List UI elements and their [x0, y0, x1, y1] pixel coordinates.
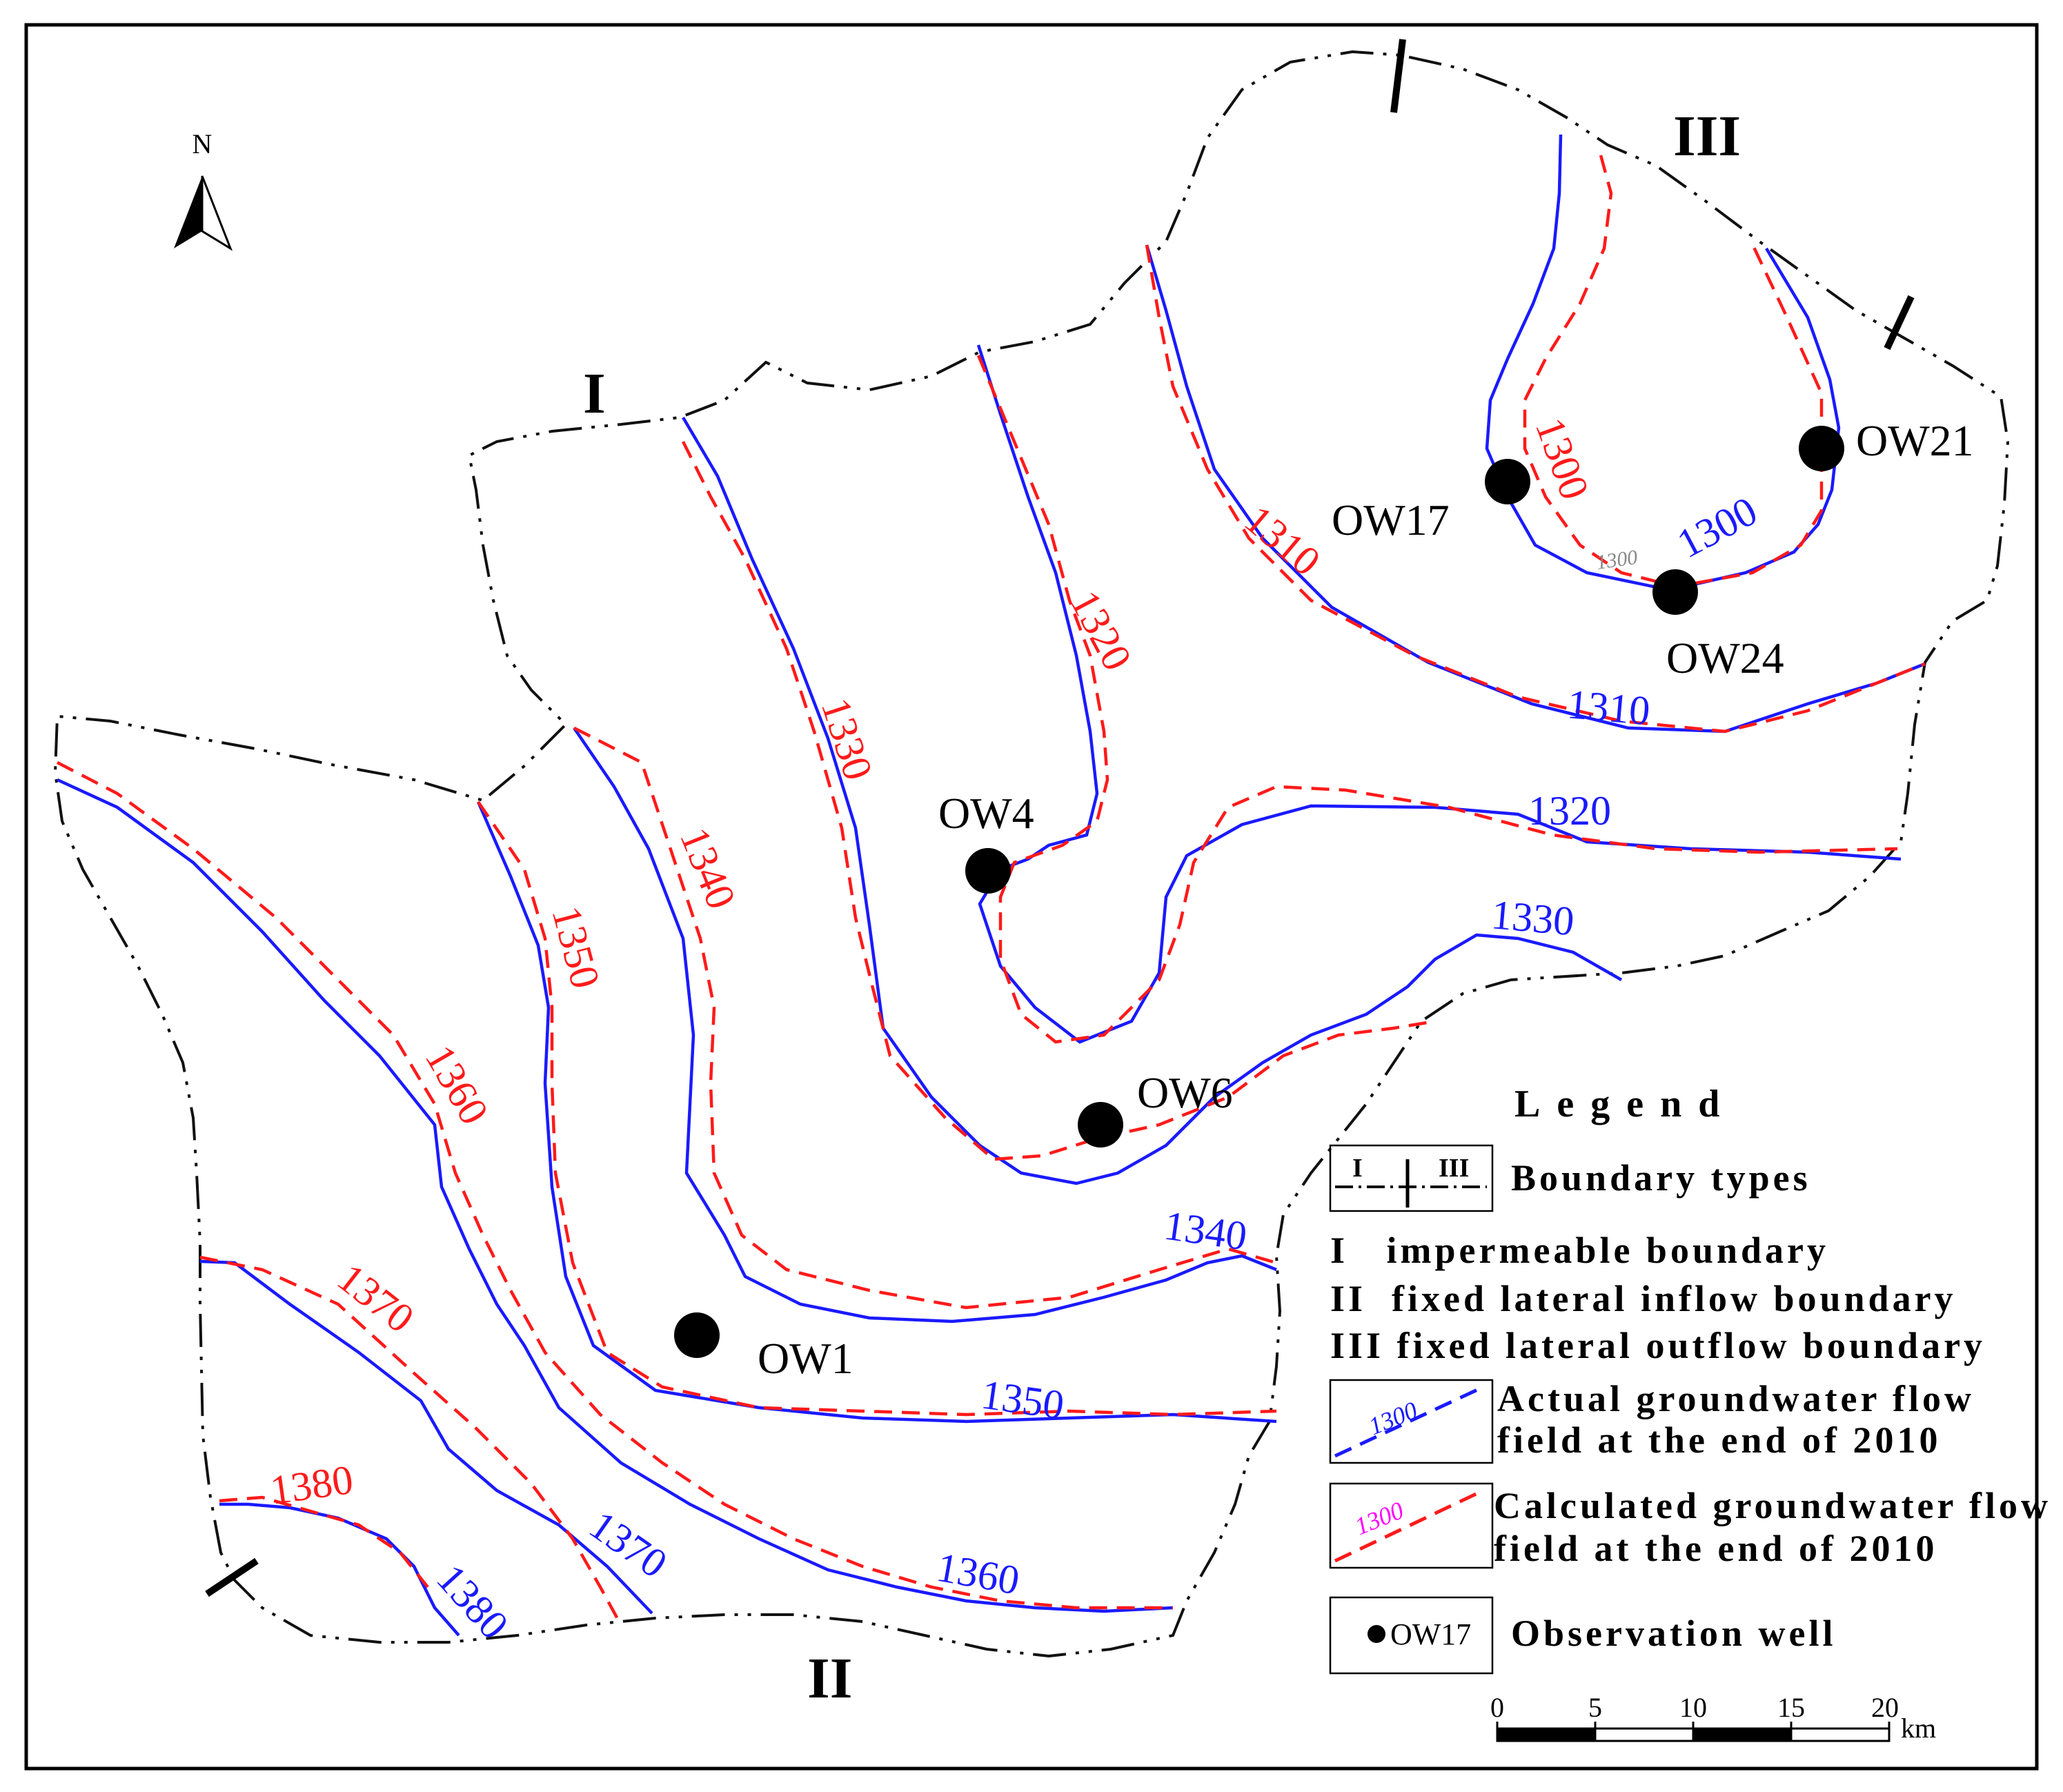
scale-tick-label: 5: [1588, 1692, 1602, 1723]
scale-bar: 0 5 10 15 20 km: [1490, 1692, 1936, 1744]
actual-contour-1340: [573, 727, 1277, 1323]
calculated-contour-1300: [1523, 155, 1824, 589]
scale-tick-label: 0: [1490, 1692, 1504, 1723]
scale-tick-label: 10: [1679, 1692, 1707, 1723]
well-marker-ow1[interactable]: [674, 1312, 720, 1358]
boundary-divider: [1884, 295, 1915, 351]
scale-segment: [1496, 1727, 1597, 1742]
scale-tick-label: 20: [1871, 1692, 1899, 1723]
north-label: N: [193, 128, 213, 159]
north-arrow-icon: [174, 175, 233, 251]
well-marker-ow6[interactable]: [1078, 1102, 1123, 1148]
actual-contour-1300: [1485, 134, 1841, 592]
legend-actual-sample-box: [1329, 1379, 1494, 1464]
actual-label-1330: 1330: [1490, 892, 1576, 944]
legend-calculated-sample-box: [1329, 1482, 1494, 1569]
legend-item-outflow: III fixed lateral outflow boundary: [1330, 1325, 1986, 1366]
calculated-contours: [56, 155, 1926, 1626]
well-label-ow1: OW1: [758, 1334, 853, 1383]
actual-contour-1330: [682, 416, 1623, 1185]
well-label-ow24: OW24: [1666, 633, 1784, 682]
well-marker-ow17[interactable]: [1485, 459, 1530, 504]
boundary-zone-II: II: [807, 1646, 852, 1711]
calculated-contour-1350: [477, 800, 1277, 1417]
map-frame: [24, 23, 2039, 1771]
well-marker-ow21[interactable]: [1799, 426, 1844, 471]
legend-item-inflow: II fixed lateral inflow boundary: [1330, 1278, 1957, 1319]
legend-calculated-line1: Calculated groundwater flow: [1494, 1485, 2051, 1526]
calculated-contour-1330: [681, 440, 1436, 1161]
observation-wells: [674, 426, 1844, 1358]
scale-segment: [1594, 1727, 1695, 1742]
legend-item-impermeable: I impermeable boundary: [1330, 1230, 1829, 1271]
legend-actual-line1: Actual groundwater flow: [1497, 1378, 1975, 1419]
calculated-contour-1380: [219, 1495, 429, 1588]
legend-boundary-symbol-III: III: [1439, 1154, 1469, 1183]
boundary-divider: [205, 1557, 259, 1597]
calculated-contour-1310: [1145, 244, 1926, 733]
legend-title: Legend: [1514, 1083, 1736, 1125]
boundary-zone-I: I: [583, 362, 606, 426]
well-label-ow6: OW6: [1137, 1068, 1233, 1117]
scale-segment: [1790, 1727, 1891, 1742]
actual-contour-1360: [57, 778, 1174, 1613]
legend-well-sample-label: OW17: [1390, 1617, 1471, 1651]
calculated-contour-1320: [976, 355, 1898, 1044]
well-label-ow4: OW4: [938, 789, 1034, 838]
legend: Legend I III Boundary types I impermeabl…: [1329, 1083, 2051, 1675]
actual-label-1310: 1310: [1566, 681, 1652, 733]
legend-boundary-types: Boundary types: [1511, 1157, 1811, 1199]
boundary-zone-III: III: [1673, 104, 1741, 168]
legend-boundary-symbol-I: I: [1352, 1154, 1363, 1183]
legend-calculated-line2: field at the end of 2010: [1494, 1528, 1937, 1569]
legend-well-text: Observation well: [1511, 1613, 1836, 1654]
scale-tick-label: 15: [1777, 1692, 1805, 1723]
well-marker-ow4[interactable]: [965, 848, 1011, 894]
legend-well-sample-marker: [1368, 1625, 1385, 1643]
actual-label-1320: 1320: [1528, 788, 1611, 834]
actual-contour-1350: [476, 801, 1277, 1424]
well-marker-ow24[interactable]: [1652, 569, 1698, 615]
scale-segment: [1692, 1727, 1793, 1742]
actual-contour-1370: [199, 1259, 653, 1615]
legend-well-sample-box: [1329, 1596, 1494, 1675]
legend-actual-line2: field at the end of 2010: [1497, 1419, 1941, 1461]
actual-contour-1320: [976, 344, 1902, 1044]
well-label-ow17: OW17: [1332, 495, 1450, 544]
boundary-divider: [1390, 39, 1406, 113]
legend-boundary-symbol-box: [1329, 1144, 1494, 1212]
calculated-contour-1370: [199, 1255, 622, 1626]
calculated-contour-1340: [573, 726, 1277, 1310]
calculated-contour-1360: [56, 761, 1173, 1610]
model-boundary: [53, 50, 2010, 1658]
well-label-ow21: OW21: [1856, 416, 1974, 465]
scale-unit: km: [1901, 1713, 1936, 1744]
